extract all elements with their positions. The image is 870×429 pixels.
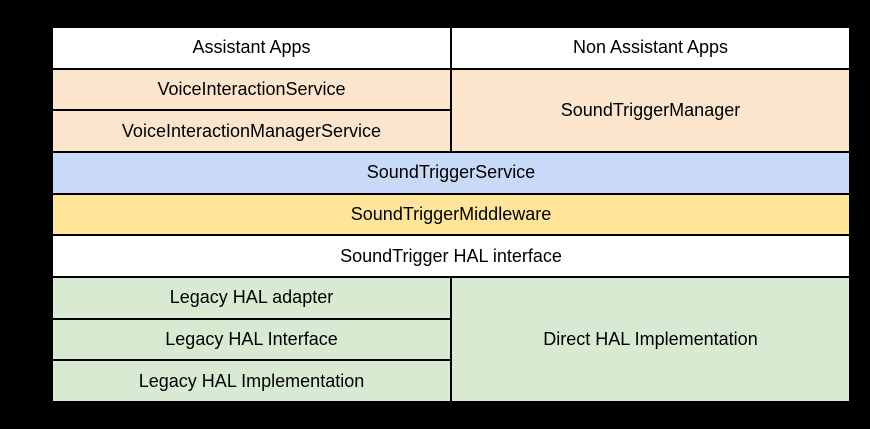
cell-legacy-hal-interface: Legacy HAL Interface xyxy=(51,317,452,362)
hal-interface-row: SoundTrigger HAL interface xyxy=(51,234,851,278)
cell-voice-interaction-manager-service: VoiceInteractionManagerService xyxy=(51,109,452,153)
cell-sound-trigger-manager: SoundTriggerManager xyxy=(450,67,851,153)
cell-assistant-apps: Assistant Apps xyxy=(51,26,452,70)
cell-sound-trigger-hal-interface: SoundTrigger HAL interface xyxy=(51,234,851,278)
hal-row-3: Legacy HAL Implementation xyxy=(51,359,850,403)
framework-row-1: VoiceInteractionService SoundTriggerMana… xyxy=(51,67,851,153)
cell-non-assistant-apps: Non Assistant Apps xyxy=(450,26,851,70)
cell-legacy-hal-implementation: Legacy HAL Implementation xyxy=(51,359,452,403)
cell-sound-trigger-service: SoundTriggerService xyxy=(51,150,851,195)
hal-row-1: Legacy HAL adapter Direct HAL Implementa… xyxy=(51,275,851,404)
apps-row: Assistant Apps Non Assistant Apps xyxy=(51,26,851,70)
middleware-row: SoundTriggerMiddleware xyxy=(51,192,851,237)
cell-legacy-hal-adapter: Legacy HAL adapter xyxy=(51,275,452,320)
framework-row-2: VoiceInteractionManagerService xyxy=(51,109,850,153)
soundtrigger-stack-diagram: Assistant Apps Non Assistant Apps VoiceI… xyxy=(51,26,851,404)
cell-direct-hal-implementation: Direct HAL Implementation xyxy=(450,275,851,404)
service-row: SoundTriggerService xyxy=(51,150,851,195)
hal-row-2: Legacy HAL Interface xyxy=(51,317,850,362)
cell-sound-trigger-middleware: SoundTriggerMiddleware xyxy=(51,192,851,237)
cell-voice-interaction-service: VoiceInteractionService xyxy=(51,67,452,112)
